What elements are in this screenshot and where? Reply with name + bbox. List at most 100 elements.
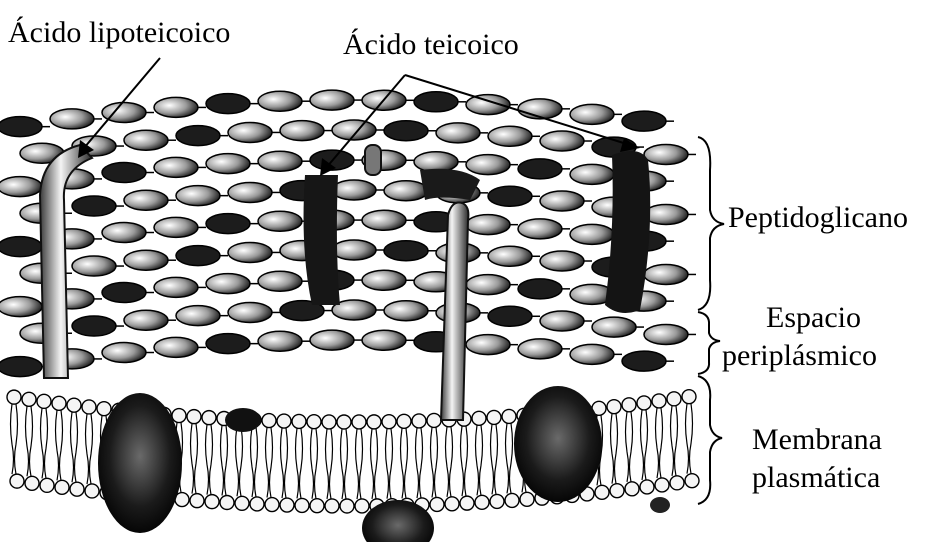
glycan-unit	[466, 275, 510, 295]
label-plasma-membrane-line1: Membrana	[752, 425, 882, 455]
lipid-head	[7, 390, 21, 404]
lipid-head	[340, 499, 354, 513]
glycan-unit	[644, 324, 688, 344]
glycan-unit	[72, 196, 116, 216]
lipid-head	[595, 485, 609, 499]
glycan-unit	[154, 157, 198, 177]
glycan-unit	[570, 344, 614, 364]
label-lipoteichoic-acid: Ácido lipoteicoico	[8, 18, 230, 48]
glycan-unit	[488, 126, 532, 146]
label-teichoic-acid: Ácido teicoico	[343, 30, 519, 60]
glycan-unit	[540, 131, 584, 151]
glycan-unit	[176, 246, 220, 266]
membrane-protein	[98, 393, 182, 533]
glycan-unit	[518, 279, 562, 299]
lipid-head	[502, 409, 516, 423]
lipid-head	[25, 476, 39, 490]
lipid-head	[670, 476, 684, 490]
glycan-unit	[332, 180, 376, 200]
lipid-head	[202, 411, 216, 425]
brace-peptidoglycan	[698, 137, 724, 310]
glycan-unit	[384, 121, 428, 141]
glycan-unit	[362, 210, 406, 230]
lipid-head	[52, 396, 66, 410]
lipid-head	[622, 398, 636, 412]
glycan-unit	[258, 91, 302, 111]
lipid-head	[187, 410, 201, 424]
glycan-unit	[540, 191, 584, 211]
glycan-unit	[124, 190, 168, 210]
glycan-unit	[332, 240, 376, 260]
lipid-head	[40, 478, 54, 492]
lipid-head	[655, 478, 669, 492]
glycan-unit	[176, 306, 220, 326]
glycan-unit	[206, 274, 250, 294]
lipid-head	[55, 480, 69, 494]
glycan-unit	[384, 241, 428, 261]
leader-lines	[78, 58, 640, 176]
lipid-head	[205, 495, 219, 509]
glycan-unit	[228, 122, 272, 142]
glycan-unit	[102, 343, 146, 363]
lipid-head	[505, 493, 519, 507]
lipid-head	[412, 414, 426, 428]
glycan-unit	[518, 99, 562, 119]
glycan-unit	[0, 117, 42, 137]
lipid-head	[625, 482, 639, 496]
lipid-head	[10, 474, 24, 488]
membrane-protein	[650, 497, 670, 513]
label-periplasmic-space-line1: Espacio	[766, 303, 861, 333]
glycan-unit	[102, 283, 146, 303]
lipid-head	[520, 492, 534, 506]
glycan-unit	[466, 155, 510, 175]
lipid-head	[475, 495, 489, 509]
glycan-unit	[0, 177, 42, 197]
glycan-unit	[154, 217, 198, 237]
glycan-unit	[154, 337, 198, 357]
glycan-unit	[592, 317, 636, 337]
lipid-head	[640, 480, 654, 494]
glycan-unit	[644, 204, 688, 224]
glycan-unit	[72, 316, 116, 336]
glycan-unit	[206, 154, 250, 174]
glycan-unit	[154, 277, 198, 297]
glycan-unit	[124, 130, 168, 150]
lipid-head	[460, 496, 474, 510]
glycan-unit	[124, 310, 168, 330]
membrane-protein	[514, 386, 602, 502]
brace-membrane	[698, 376, 722, 504]
glycan-unit	[570, 224, 614, 244]
lipid-head	[397, 414, 411, 428]
lipid-head	[220, 496, 234, 510]
lipid-head	[97, 402, 111, 416]
lipid-head	[487, 410, 501, 424]
lipid-head	[427, 413, 441, 427]
glycan-unit	[102, 223, 146, 243]
glycan-unit	[384, 181, 428, 201]
lipid-head	[70, 482, 84, 496]
glycan-unit	[258, 271, 302, 291]
lipid-head	[337, 415, 351, 429]
lipid-head	[682, 390, 696, 404]
glycan-unit	[332, 120, 376, 140]
lipid-head	[277, 414, 291, 428]
lipid-head	[37, 394, 51, 408]
lipid-head	[235, 496, 249, 510]
glycan-unit	[258, 211, 302, 231]
lipid-head	[82, 400, 96, 414]
lipid-head	[325, 499, 339, 513]
lipid-head	[172, 409, 186, 423]
glycan-unit	[644, 144, 688, 164]
glycan-unit	[124, 250, 168, 270]
glycan-unit	[258, 151, 302, 171]
glycan-unit	[644, 264, 688, 284]
membrane-protein	[225, 408, 261, 432]
lipid-head	[85, 484, 99, 498]
glycan-unit	[414, 92, 458, 112]
lipid-head	[295, 498, 309, 512]
glycan-unit	[310, 330, 354, 350]
glycan-unit	[176, 186, 220, 206]
lipid-head	[22, 392, 36, 406]
lipid-head	[490, 494, 504, 508]
